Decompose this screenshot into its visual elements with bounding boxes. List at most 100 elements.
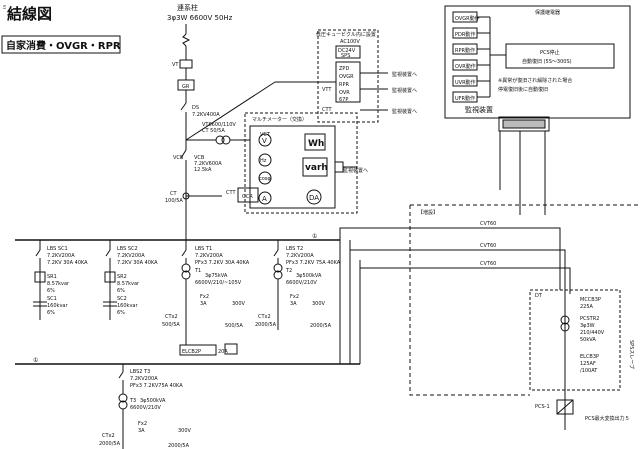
fx-t1-ct-spec2: 500/5A xyxy=(225,323,243,329)
vcb-label: VCB xyxy=(194,155,205,161)
pv-pcs-label: PCS-1 xyxy=(535,404,550,410)
meter-a: A xyxy=(262,195,267,203)
fx-t2-v: 300V xyxy=(312,301,326,307)
multimeter-title: マルチメーター（交換） xyxy=(252,116,307,123)
sc1-spec2: 6% xyxy=(47,310,55,316)
fx-t2-ct: CTx2 xyxy=(258,314,271,320)
transmit-2: 監視装置へ xyxy=(392,87,417,94)
lbs-sc1-spec2: 7.2KV 30A 40KA xyxy=(47,260,88,266)
pv-pcstr-spec1: 3φ3W xyxy=(580,323,595,329)
elcb-mid: ELCB2P 20A xyxy=(179,343,238,356)
meter-cos: cosφ xyxy=(259,176,271,182)
transmit-3: 監視装置へ xyxy=(392,108,417,115)
sr1-spec2: 6% xyxy=(47,288,55,294)
page-title: 結線図 xyxy=(7,5,52,23)
fx-t2-a: 3A xyxy=(290,301,297,307)
pv-pcstr-spec3: 50kVA xyxy=(580,337,596,343)
elcb-mid-spec: 20A xyxy=(218,349,228,355)
lbs-sc2-spec1: 7.2KV200A xyxy=(117,253,145,259)
node-label-2: ① xyxy=(33,357,38,364)
protection-relays-title: 保護継電器 xyxy=(535,9,560,16)
dev-ovr: OVR xyxy=(339,90,350,96)
auto-restore: 自動復旧 (5S～300S) xyxy=(522,58,572,65)
cvt-3: CVT60 xyxy=(480,261,496,267)
vcb-spec1: 7.2KV600A xyxy=(194,161,222,167)
sr2-label: SR2 xyxy=(117,274,127,280)
relay-ovr: OVR動作 xyxy=(455,63,476,70)
meter-wh: Wh xyxy=(308,139,324,149)
sr2-spec2: 6% xyxy=(117,288,125,294)
lbs-sc2-label: LBS SC2 xyxy=(117,246,138,252)
relay-uvr: UVR動作 xyxy=(455,79,476,86)
dc-label: DC24V xyxy=(338,48,356,54)
grid-source-spec: 3φ3W 6600V 50Hz xyxy=(167,14,233,22)
title-prefix: ミ xyxy=(2,5,7,11)
monitor: 監視装置 xyxy=(465,105,550,215)
ct-spec: 100/5A xyxy=(165,198,183,204)
relay-note2: 停電復旧後に自動復旧 xyxy=(498,86,548,93)
ct-main: CT 100/5A CTT OCR xyxy=(165,187,259,204)
elcb-mid-label: ELCB2P xyxy=(182,349,201,355)
pv-dt: DT xyxy=(535,293,543,299)
sc1-spec1: 160kvar xyxy=(47,303,68,309)
lbs-sc1-spec1: 7.2KV200A xyxy=(47,253,75,259)
added-section: 【増設】 xyxy=(409,204,640,396)
added-label: 【増設】 xyxy=(418,209,438,216)
t1-spec2: 6600V/210/~105V xyxy=(195,280,242,286)
sc1-label: SC1 xyxy=(47,296,57,302)
ac-label: AC100V xyxy=(340,39,360,45)
ds-label: DS xyxy=(192,105,199,111)
ds-switch xyxy=(180,102,187,111)
gr-label: GR xyxy=(182,84,190,90)
pv-section: DT MCCB3P 225A PCSTR2 3φ3W 210/440V 50kV… xyxy=(529,289,635,430)
monitor-label: 監視装置 xyxy=(465,105,493,114)
relay-ovgr: OVGR動作 xyxy=(455,15,480,22)
fx-t2-ct-spec2: 2000/5A xyxy=(310,323,332,329)
feeder-sc2: LBS SC2 7.2KV200A 7.2KV 30A 40KA SR2 8.5… xyxy=(103,240,158,320)
fx-t2-label: Fx2 xyxy=(290,294,299,300)
ds-spec: 7.2KV400A xyxy=(192,112,220,118)
svg-text:VCB: VCB xyxy=(173,155,184,161)
meter-da: DA xyxy=(309,194,319,202)
fx-t3-label: Fx2 xyxy=(138,421,147,427)
ctt-label-box: CTT xyxy=(322,107,332,113)
meter-varh: varh xyxy=(305,163,328,173)
fx-t1-ct-spec: 500/5A xyxy=(162,322,180,328)
fx-t3-ct-spec: 2000/5A xyxy=(99,441,121,447)
grid-source-name: 連系柱 xyxy=(177,3,198,12)
fx-t1-label: Fx2 xyxy=(200,294,209,300)
vct: VT6600/110V CT 50/5A VCT xyxy=(186,122,271,145)
feeder-t1: LBS T1 7.2KV200A PFx3 7.2KV 30A 40KA T1 … xyxy=(162,240,250,345)
fx-t3-a: 3A xyxy=(138,428,145,434)
feeder-sc1: LBS SC1 7.2KV200A 7.2KV 30A 40KA SR1 8.5… xyxy=(33,240,88,320)
multimeter: マルチメーター（交換） V Hz cosφ A Wh varh DA 監視装置へ xyxy=(244,112,368,214)
sr1-spec1: 8.57kvar xyxy=(47,281,70,287)
fx-t1-v: 300V xyxy=(232,301,246,307)
t3-label: T3 xyxy=(129,398,136,404)
dev-ovgr: OVGR xyxy=(339,74,354,80)
sr1-label: SR1 xyxy=(47,274,57,280)
top-devices: VT GR DS 7.2KV400A xyxy=(172,59,220,150)
pv-elcb: ELCB3P xyxy=(580,354,599,360)
lbs-t2-spec1: 7.2KV200A xyxy=(286,253,314,259)
fx-t1-a: 3A xyxy=(200,301,207,307)
t1-label: T1 xyxy=(194,268,201,274)
vcb: VCB VCB 7.2KV600A 12.5kA xyxy=(173,149,222,240)
protection-box: 低圧キュービクル内に設置 AC100V DC24V SPS ZPD OVGR R… xyxy=(185,29,417,141)
sc2-label: SC2 xyxy=(117,296,127,302)
fx-t3-v: 300V xyxy=(178,428,192,434)
vcb-spec2: 12.5kA xyxy=(194,167,212,173)
t2-label: T2 xyxy=(285,268,292,274)
fx-t2-ct-spec: 2000/5A xyxy=(255,322,277,328)
vct-label: VCT xyxy=(260,132,271,138)
vt-label: VT xyxy=(172,62,179,68)
pv-mccb: MCCB3P xyxy=(580,297,601,303)
lbs-t2-label: LBS T2 xyxy=(286,246,303,252)
meter-out: 監視装置へ xyxy=(343,167,368,174)
meter-hz: Hz xyxy=(260,158,267,164)
relay-pdr: PDR動作 xyxy=(455,31,475,38)
pv-mccb-spec: 225A xyxy=(580,304,594,310)
sc2-spec1: 160kvar xyxy=(117,303,138,309)
lbs-t1-spec1: 7.2KV200A xyxy=(195,253,223,259)
